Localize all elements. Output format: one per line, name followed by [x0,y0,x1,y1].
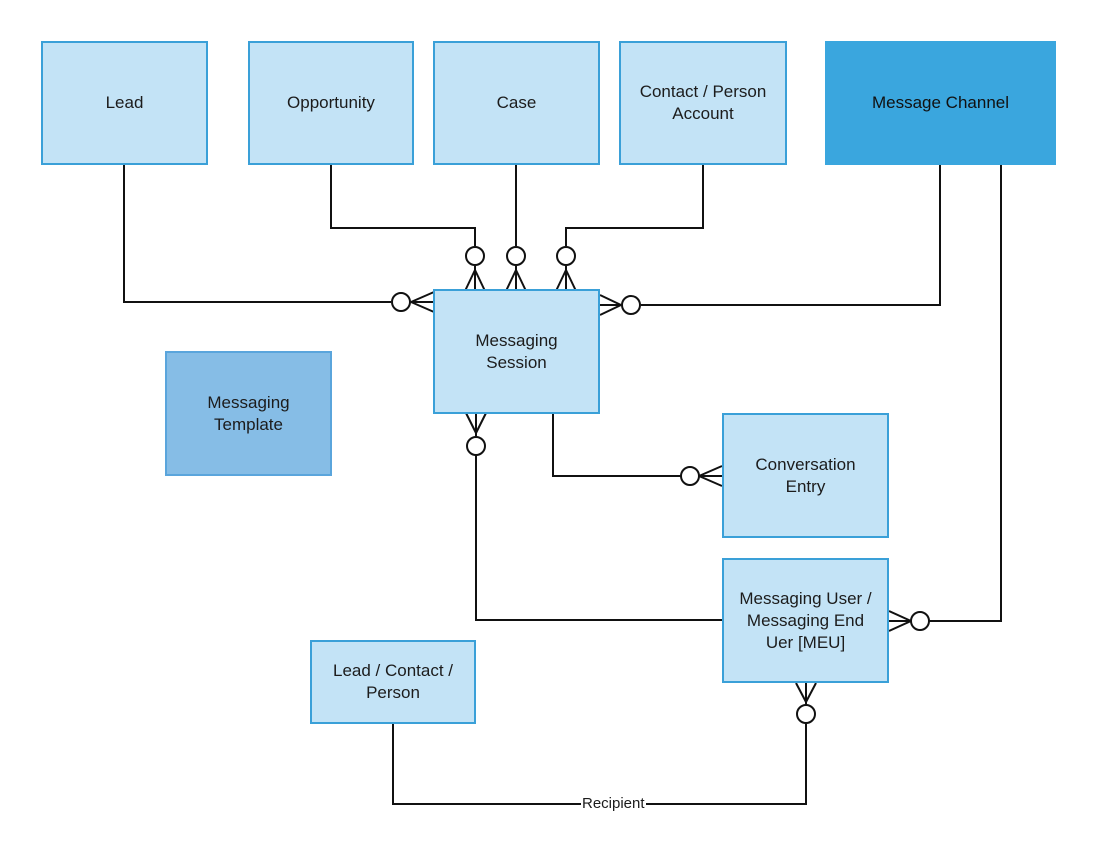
entity-case[interactable]: Case [433,41,600,165]
recipient-relationship-label: Recipient [581,795,646,813]
entity-opportunity[interactable]: Opportunity [248,41,414,165]
entity-lead[interactable]: Lead [41,41,208,165]
entity-message-channel[interactable]: Message Channel [825,41,1056,165]
entity-contact-person-account[interactable]: Contact / Person Account [619,41,787,165]
connector-channel-meu [888,165,1002,632]
entity-messaging-user[interactable]: Messaging User / Messaging End Uer [MEU] [722,558,889,683]
entity-conversation-entry[interactable]: Conversation Entry [722,413,889,538]
entity-lead-contact-person[interactable]: Lead / Contact / Person [310,640,476,724]
connector-session-meu [465,412,722,621]
entity-messaging-template[interactable]: Messaging Template [165,351,332,476]
connector-session-conversation [552,413,723,487]
entity-messaging-session[interactable]: Messaging Session [433,289,600,414]
connector-lead-session [123,165,435,313]
connector-case-session [505,165,527,292]
connector-channel-session [599,165,941,316]
connector-contact-session [555,165,704,292]
connector-opportunity-session [330,165,486,292]
